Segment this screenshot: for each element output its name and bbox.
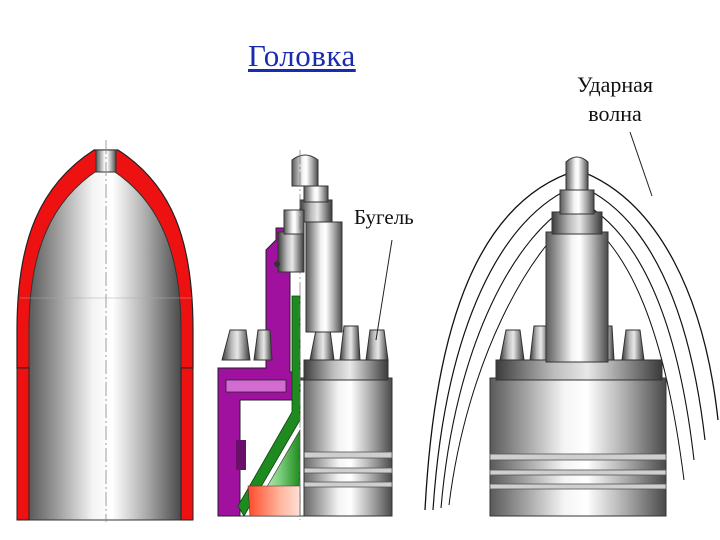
- shock-wave-leader-line: [629, 131, 653, 197]
- cutaway-section-half: [217, 209, 305, 517]
- red-cap-flange-right: [180, 367, 194, 521]
- bugel-leader-line: [375, 239, 393, 341]
- shock-wave-label-line1: Ударная: [576, 72, 654, 97]
- orange-charge: [247, 485, 301, 517]
- red-cap-flange: [16, 367, 30, 521]
- cutaway-exterior-half: [291, 154, 393, 517]
- bugel-label: Бугель: [354, 205, 414, 229]
- cone-body: [28, 169, 182, 521]
- shock-wave-label-line2: волна: [588, 101, 642, 126]
- nose-cone-figure: [16, 140, 194, 522]
- shock-wave-label: Ударная волна: [545, 70, 685, 128]
- shock-wave-figure: [424, 131, 719, 517]
- page-title: Головка: [248, 38, 356, 73]
- cutaway-head-figure: [217, 150, 393, 520]
